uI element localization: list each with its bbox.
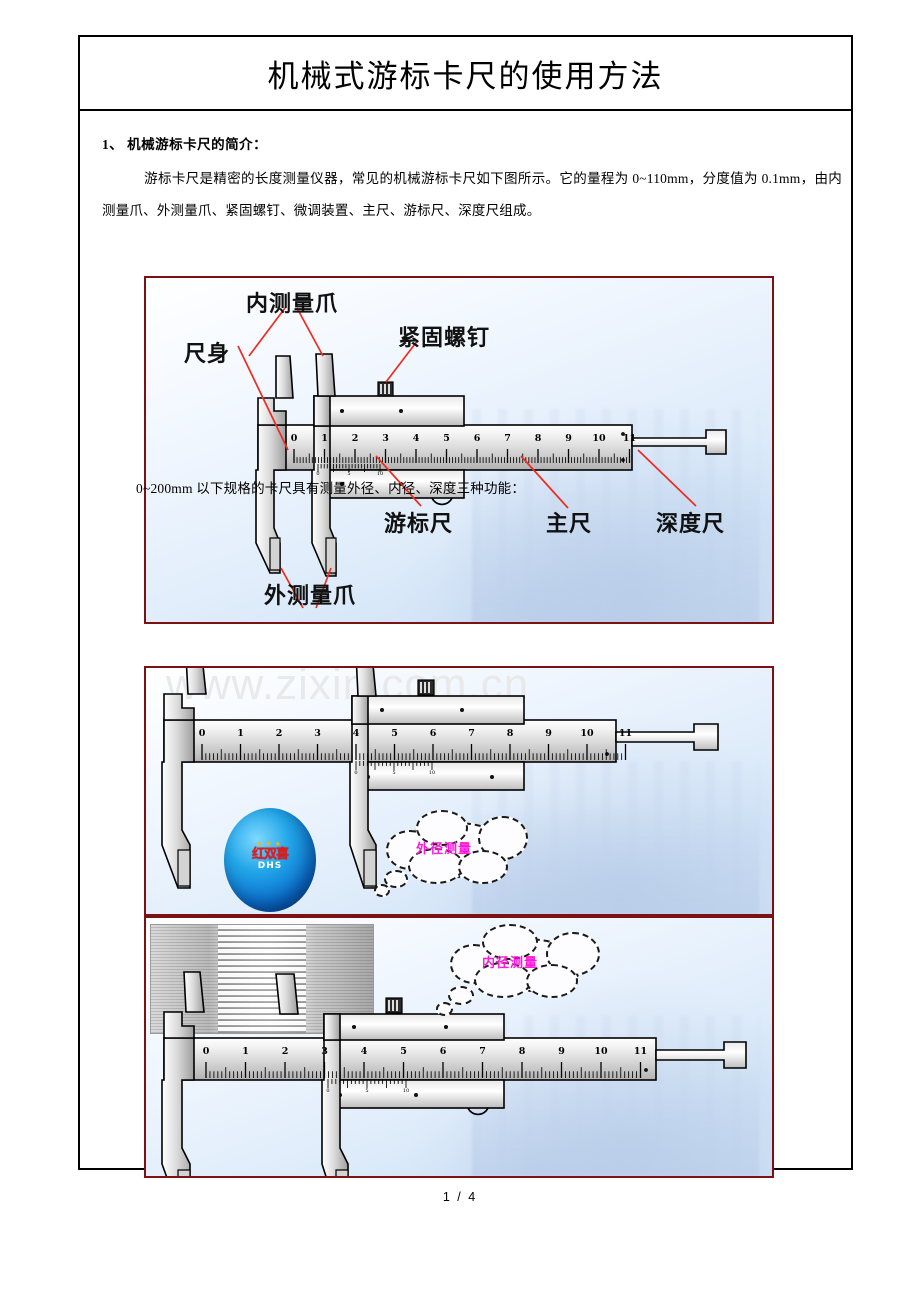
vernier-scale-ticks-2: 0 5 10: [354, 761, 435, 776]
svg-text:9: 9: [565, 433, 572, 444]
svg-text:5: 5: [443, 433, 450, 444]
section-heading: 1、 机械游标卡尺的简介：: [102, 137, 268, 152]
main-scale-ticks-1: 0 1 2 3 4 5 6 7 8 9 10 11: [291, 433, 636, 463]
caliper-diagram-2: 0 1 2 3 4 5 6 7 8 9 10 11 0 5 10: [161, 668, 719, 889]
svg-text:0: 0: [199, 728, 206, 739]
measured-ball: ★★★ 红双喜 DHS: [224, 808, 316, 912]
page-title: 机械式游标卡尺的使用方法: [267, 58, 664, 95]
svg-text:5: 5: [365, 1088, 368, 1094]
title-cell: 机械式游标卡尺的使用方法: [80, 37, 851, 111]
bubble-tail-lobe: [374, 884, 390, 897]
page-border: 机械式游标卡尺的使用方法 1、 机械游标卡尺的简介： 游标卡尺是精密的长度测量仪…: [78, 35, 853, 1178]
caliper-diagram-3: 0 1 2 3 4 5 6 7 8 9 10 11 0 5 10: [161, 971, 747, 1176]
svg-text:9: 9: [545, 728, 552, 739]
label-lock-screw: 紧固螺钉: [398, 326, 491, 351]
svg-text:10: 10: [429, 770, 435, 776]
svg-text:1: 1: [321, 433, 328, 444]
svg-text:8: 8: [507, 728, 514, 739]
svg-text:10: 10: [377, 471, 383, 477]
svg-text:4: 4: [361, 1046, 368, 1057]
label-body: 尺身: [184, 342, 231, 367]
threaded-hole-block: [150, 924, 374, 1034]
svg-text:8: 8: [535, 433, 542, 444]
ball-logo: ★★★ 红双喜 DHS: [251, 839, 289, 871]
ball-logo-stars: ★★★: [256, 839, 284, 848]
svg-text:5: 5: [391, 728, 398, 739]
section-paragraph: 游标卡尺是精密的长度测量仪器，常见的机械游标卡尺如下图所示。它的量程为 0~11…: [102, 163, 842, 227]
leader-lines-1: [237, 307, 697, 609]
label-outer-jaws: 外测量爪: [264, 584, 357, 609]
label-main-scale: 主尺: [546, 512, 593, 537]
callout-text-outer: 外径测量: [416, 842, 473, 857]
svg-text:7: 7: [479, 1046, 486, 1057]
svg-text:2: 2: [352, 433, 359, 444]
ball-logo-cn: 红双喜: [251, 846, 289, 862]
svg-text:0: 0: [326, 1088, 329, 1094]
svg-text:6: 6: [440, 1046, 447, 1057]
svg-text:4: 4: [413, 433, 420, 444]
svg-text:6: 6: [430, 728, 437, 739]
svg-text:0: 0: [203, 1046, 210, 1057]
svg-text:5: 5: [400, 1046, 407, 1057]
bubble-tail-lobe: [448, 986, 474, 1005]
figure-outer-diameter: www.zixin.com.cn: [144, 666, 774, 916]
caliper-diagram-1: 0 1 2 3 4 5 6 7 8 9 10 11 0 5 10: [237, 307, 727, 609]
paragraph-text: 游标卡尺是精密的长度测量仪器，常见的机械游标卡尺如下图所示。它的量程为 0~11…: [102, 171, 842, 218]
svg-text:4: 4: [353, 728, 360, 739]
svg-text:7: 7: [504, 433, 511, 444]
main-scale-ticks-3: 0 1 2 3 4 5 6 7 8 9 10 11: [203, 1046, 647, 1078]
vernier-scale-ticks-3: 0 5 10: [326, 1079, 409, 1094]
svg-text:1: 1: [237, 728, 244, 739]
bubble-tail-lobe: [436, 1002, 453, 1016]
svg-text:11: 11: [619, 728, 632, 739]
svg-text:0: 0: [354, 770, 357, 776]
callout-bubble-inner: 内径测量: [436, 924, 606, 1016]
svg-text:3: 3: [314, 728, 321, 739]
svg-text:2: 2: [282, 1046, 289, 1057]
svg-text:0: 0: [291, 433, 298, 444]
svg-text:5: 5: [347, 471, 350, 477]
main-scale-ticks-2: 0 1 2 3 4 5 6 7 8 9 10 11: [199, 728, 632, 760]
svg-text:11: 11: [634, 1046, 647, 1057]
svg-text:2: 2: [276, 728, 283, 739]
svg-text:10: 10: [580, 728, 594, 739]
bubble-lobe: [526, 964, 578, 998]
svg-text:6: 6: [474, 433, 481, 444]
mid-text: 0~200mm 以下规格的卡尺具有测量外径、内径、深度三种功能：: [136, 481, 526, 496]
svg-text:11: 11: [623, 433, 636, 444]
label-depth-rod: 深度尺: [656, 512, 726, 537]
svg-text:10: 10: [594, 1046, 608, 1057]
ball-logo-en: DHS: [257, 860, 283, 871]
bubble-lobe: [482, 924, 538, 960]
svg-text:9: 9: [558, 1046, 565, 1057]
bubble-lobe: [458, 850, 508, 884]
svg-text:8: 8: [519, 1046, 526, 1057]
svg-text:10: 10: [403, 1088, 409, 1094]
svg-text:10: 10: [592, 433, 606, 444]
svg-text:3: 3: [382, 433, 389, 444]
svg-text:5: 5: [392, 770, 395, 776]
bubble-tail-lobe: [384, 870, 408, 888]
callout-bubble-outer: 外径测量: [374, 808, 532, 898]
bubble-lobe: [416, 810, 468, 846]
vernier-scale-ticks-1: 0 5 10: [316, 464, 383, 477]
svg-text:0: 0: [316, 471, 319, 477]
label-vernier-scale: 游标尺: [384, 512, 454, 537]
document-body: 1、 机械游标卡尺的简介： 游标卡尺是精密的长度测量仪器，常见的机械游标卡尺如下…: [80, 111, 851, 1178]
callout-text-inner: 内径测量: [482, 956, 539, 971]
label-inner-jaws: 内测量爪: [246, 292, 339, 317]
page-footer: 1 / 4: [442, 1190, 478, 1204]
svg-text:7: 7: [468, 728, 475, 739]
svg-text:1: 1: [242, 1046, 249, 1057]
svg-text:3: 3: [321, 1046, 328, 1057]
figure-inner-diameter: 0 1 2 3 4 5 6 7 8 9 10 11 0 5 10 内径测量: [144, 916, 774, 1178]
